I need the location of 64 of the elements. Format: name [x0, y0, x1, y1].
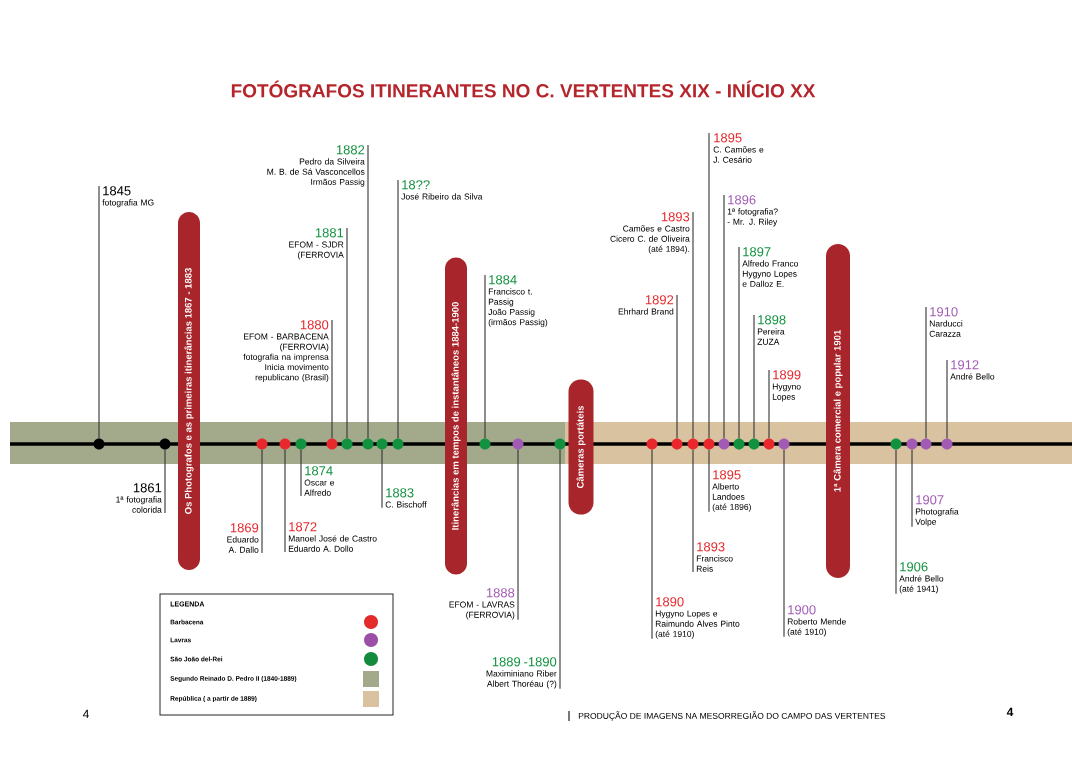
- footer-text: PRODUÇÃO DE IMAGENS NA MESORREGIÃO DO CAMPO DAS VERTENTES: [578, 711, 886, 721]
- timeline-entry: 1912 André Bello: [950, 360, 995, 380]
- timeline-entry: 1895 Alberto Landoes (até 1896): [712, 470, 751, 512]
- leader-line: [738, 246, 740, 439]
- leader-line: [692, 211, 694, 439]
- timeline-entry: 1874 Oscar e Alfredo: [304, 466, 335, 496]
- period-banner: Câmeras portáteis: [568, 379, 594, 515]
- leader-line: [367, 144, 369, 439]
- timeline-entry: 1882 Pedro da Silveira M. B. de Sá Vasconcellos Irmãos Passig: [267, 145, 365, 187]
- leader-line: [98, 185, 100, 439]
- leader-line: [946, 359, 948, 439]
- timeline-entry: 1889 -1890 Maximiniano Riber Albert Thoréau (?): [486, 657, 557, 689]
- timeline-entry: 1906 André Bello (até 1941): [899, 562, 944, 594]
- page-number: 4: [1006, 707, 1014, 717]
- timeline-entry: 1861 1ª fotografia colorida: [116, 483, 162, 513]
- timeline-entry: 1910 Narducci Carazza: [929, 307, 963, 337]
- leader-line: [753, 314, 755, 439]
- period-banner: 1ª Câmera comercial e popular 1901: [826, 244, 850, 578]
- timeline-entry: 1890 Hygyno Lopes e Raimundo Alves Pinto (até 1910): [655, 597, 740, 639]
- timeline-entry: 18?? José Ribeiro da Silva: [401, 180, 483, 200]
- period-banner: Itinerâncias em tempos de instantâneos 1884-1900: [445, 257, 467, 575]
- leader-line: [484, 274, 486, 439]
- leader-line: [708, 132, 710, 439]
- leader-line: [346, 227, 348, 439]
- leader-line: [397, 179, 399, 439]
- timeline-entry: 1893 Francisco Reis: [696, 542, 733, 572]
- timeline-entry: 1883 C. Bischoff: [385, 488, 427, 508]
- timeline-entry: 1893 Camões e Castro Cicero C. de Oliveira (até 1894).: [610, 212, 690, 254]
- leader-line: [692, 449, 694, 573]
- timeline-entry: 1872 Manoel José de Castro Eduardo A. Dollo: [288, 522, 377, 552]
- leader-line: [164, 449, 166, 514]
- timeline-entry: 1845 fotografia MG: [102, 186, 154, 208]
- timeline-entry: 1892 Ehrhard Brand: [618, 295, 674, 315]
- timeline-entry: 1900 Roberto Mende (até 1910): [787, 605, 846, 637]
- timeline-entry: 1895 C. Camões e J. Cesário: [713, 133, 764, 163]
- leader-line: [651, 449, 653, 640]
- leader-line: [331, 319, 333, 439]
- leader-line: [783, 449, 785, 638]
- timeline-entry: 1888 EFOM - LAVRAS (FERROVIA): [449, 588, 515, 620]
- timeline-entry: 1869 Eduardo A. Dallo: [227, 523, 259, 553]
- timeline-entry: 1897 Alfredo Franco Hygyno Lopes e Dalloz E.: [742, 247, 799, 287]
- period-banner: Os Photografos e as primeiras itinerâncias 1867 - 1883: [178, 212, 200, 570]
- page-number: 4: [82, 709, 89, 719]
- leader-line: [723, 194, 725, 439]
- leader-line: [381, 449, 383, 509]
- leader-line: [261, 449, 263, 554]
- leader-line: [911, 449, 913, 528]
- timeline-entry: 1884 Francisco t. Passig João Passig (irmãos Passig): [488, 275, 548, 327]
- leader-line: [559, 449, 561, 690]
- leader-line: [676, 294, 678, 439]
- leader-line: [925, 306, 927, 439]
- timeline-entry: 1907 Photografia Volpe: [915, 495, 959, 527]
- leader-line: [517, 449, 519, 621]
- leader-line: [768, 369, 770, 439]
- timeline-entry: 1899 Hygyno Lopes: [772, 370, 801, 402]
- title: FOTÓGRAFOS ITINERANTES NO C. VERTENTES XIX - INÍCIO XX: [231, 80, 816, 98]
- timeline-entry: 1881 EFOM - SJDR (FERROVIA: [289, 228, 344, 260]
- leader-line: [895, 449, 897, 595]
- leader-line: [708, 449, 710, 513]
- leader-line: [284, 449, 286, 553]
- timeline-entry: 1880 EFOM - BARBACENA (FERROVIA) fotografia na imprensa Inicia movimento republicano (Brasil): [243, 320, 329, 383]
- leader-line: [300, 449, 302, 497]
- timeline-entry: 1896 1ª fotografia? - Mr. J. Riley: [727, 195, 778, 227]
- timeline-entry: 1898 Pereira ZUZA: [757, 315, 786, 345]
